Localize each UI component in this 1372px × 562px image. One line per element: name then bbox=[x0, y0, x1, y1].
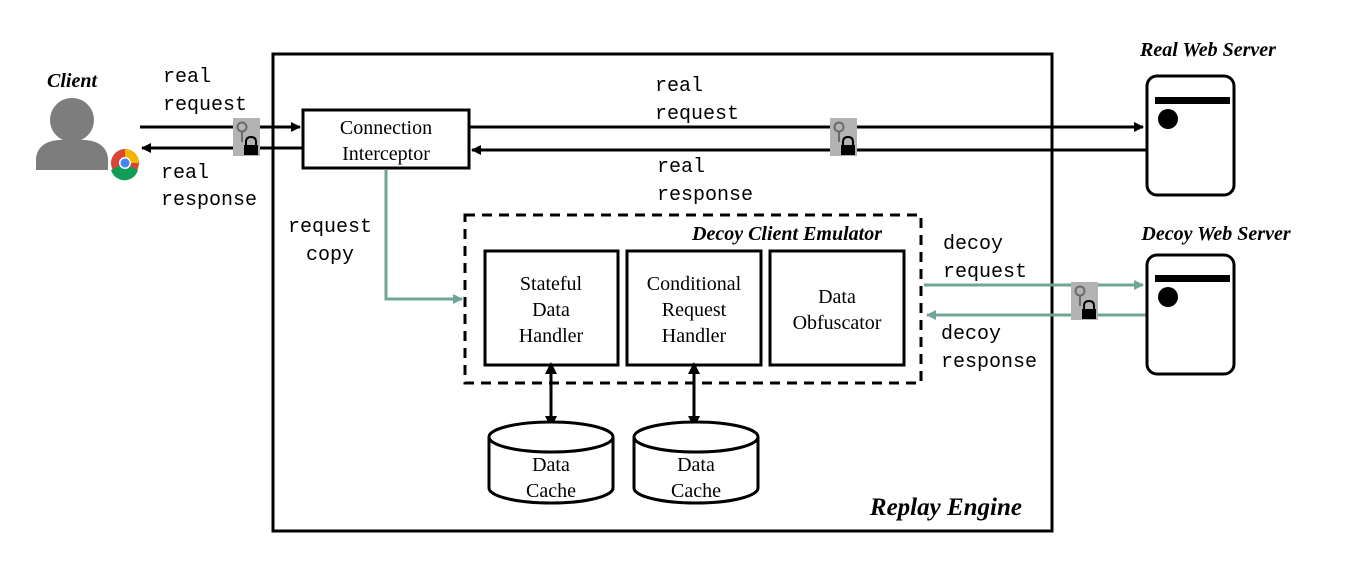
stateful-data-handler-line3: Handler bbox=[519, 325, 584, 347]
connection-interceptor-line2: Interceptor bbox=[342, 143, 430, 165]
conditional-request-handler-box bbox=[625, 249, 763, 367]
user-icon bbox=[36, 98, 108, 170]
decoy-request-label-2: request bbox=[943, 261, 1027, 284]
conditional-request-handler-line1: Conditional bbox=[647, 273, 742, 295]
data-obfuscator-line2: Obfuscator bbox=[793, 312, 882, 334]
data-cache-line2: Cache bbox=[671, 480, 721, 502]
data-cache-line1: Data bbox=[677, 454, 715, 476]
real-request-left-label-1: real bbox=[163, 66, 211, 89]
server-icon bbox=[1145, 74, 1236, 197]
lock-icon bbox=[1071, 282, 1098, 320]
real-response-left-label-1: real bbox=[161, 162, 209, 185]
replay-engine-box bbox=[271, 52, 1054, 533]
decoy-server-label: Decoy Web Server bbox=[1140, 223, 1290, 245]
chrome-icon bbox=[111, 149, 139, 181]
conditional-request-handler-line3: Handler bbox=[662, 325, 727, 347]
real-server-label: Real Web Server bbox=[1139, 39, 1276, 61]
decoy-response-label-1: decoy bbox=[941, 323, 1001, 346]
replay-engine-title: Replay Engine bbox=[869, 494, 1022, 521]
request-copy-label-1: request bbox=[288, 216, 372, 239]
real-request-top-label-1: real bbox=[655, 75, 703, 98]
decoy-response-label-2: response bbox=[941, 351, 1037, 374]
real-request-left-label-2: request bbox=[163, 94, 247, 117]
real-response-left-label-2: response bbox=[161, 189, 257, 212]
request-copy-arrow bbox=[384, 170, 463, 304]
data-cache-line1: Data bbox=[532, 454, 570, 476]
decoy-client-emulator-title: Decoy Client Emulator bbox=[691, 223, 882, 245]
conditional-request-handler-line2: Request bbox=[662, 299, 727, 321]
decoy-request-label-1: decoy bbox=[943, 233, 1003, 256]
stateful-data-handler-line2: Data bbox=[532, 299, 570, 321]
cylinder-icon bbox=[632, 420, 760, 505]
data-obfuscator-box bbox=[768, 249, 906, 367]
real-response-mid-label-2: response bbox=[657, 184, 753, 207]
client-label: Client bbox=[47, 70, 98, 92]
stateful-data-handler-line1: Stateful bbox=[520, 273, 583, 295]
data-cache-line2: Cache bbox=[526, 480, 576, 502]
real-response-mid-label-1: real bbox=[657, 156, 705, 179]
data-obfuscator-line1: Data bbox=[818, 286, 856, 308]
cylinder-icon bbox=[487, 420, 615, 505]
real-request-top-label-2: request bbox=[655, 103, 739, 126]
connection-interceptor-box bbox=[301, 108, 471, 170]
request-copy-label-2: copy bbox=[306, 244, 354, 267]
lock-icon bbox=[233, 118, 260, 156]
connection-interceptor-line1: Connection bbox=[340, 117, 432, 139]
server-icon bbox=[1145, 253, 1236, 376]
lock-icon bbox=[830, 118, 857, 156]
